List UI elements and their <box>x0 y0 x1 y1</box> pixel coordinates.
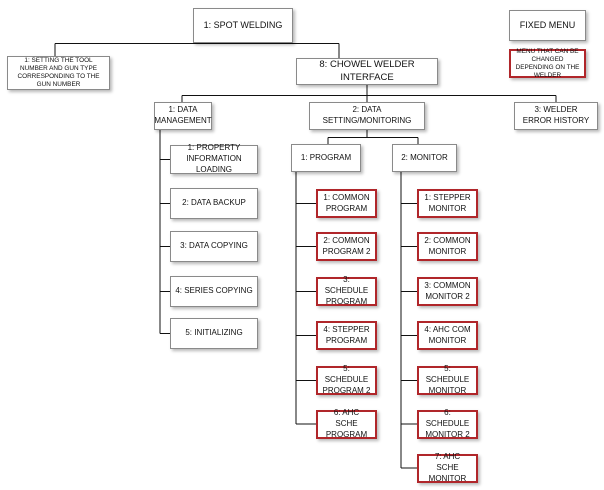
node-label: 5: INITIALIZING <box>185 328 243 338</box>
node-label: 1: SETTING THE TOOL NUMBER AND GUN TYPE … <box>17 57 100 88</box>
node-label: 3: COMMON MONITOR 2 <box>424 280 471 301</box>
node-label: 1: PROPERTY INFORMATION LOADING <box>186 143 242 174</box>
node-label: 4: SERIES COPYING <box>175 286 253 296</box>
node-label: 4: STEPPER PROGRAM <box>323 324 370 345</box>
node-label: 4: AHC COM MONITOR <box>424 324 471 345</box>
node-initializing: 5: INITIALIZING <box>170 318 258 349</box>
node-data-management: 1: DATA MANAGEMENT <box>154 102 212 130</box>
node-label: 2: DATA BACKUP <box>182 198 246 208</box>
node-data-setting-monitoring: 2: DATA SETTING/MONITORING <box>309 102 425 130</box>
node-program: 1: PROGRAM <box>291 144 361 172</box>
node-label: 2: COMMON PROGRAM 2 <box>322 235 371 256</box>
node-schedule-program-2: 5: SCHEDULE PROGRAM 2 <box>316 364 377 395</box>
node-label: 8: CHOWEL WELDER INTERFACE <box>319 58 415 83</box>
node-label: 5: SCHEDULE MONITOR <box>425 364 470 395</box>
node-label: 7: AHC SCHE MONITOR <box>428 452 467 483</box>
node-label: 1: STEPPER MONITOR <box>424 192 471 213</box>
node-label: 5: SCHEDULE PROGRAM 2 <box>322 364 371 395</box>
node-label: 2: COMMON MONITOR <box>424 235 471 256</box>
node-label: 6: SCHEDULE MONITOR 2 <box>425 408 470 439</box>
node-label: 3: WELDER ERROR HISTORY <box>522 105 590 125</box>
node-series-copying: 4: SERIES COPYING <box>170 276 258 307</box>
node-label: 1: COMMON PROGRAM <box>323 192 370 213</box>
node-common-monitor-2: 3: COMMON MONITOR 2 <box>417 277 478 306</box>
node-label: 1: DATA MANAGEMENT <box>154 105 212 125</box>
node-common-monitor: 2: COMMON MONITOR <box>417 232 478 261</box>
node-stepper-program: 4: STEPPER PROGRAM <box>316 321 377 350</box>
node-common-program: 1: COMMON PROGRAM <box>316 189 377 218</box>
node-label: 1: SPOT WELDING <box>203 20 283 31</box>
node-schedule-monitor-2: 6: SCHEDULE MONITOR 2 <box>417 408 478 439</box>
legend-fixed-menu: FIXED MENU <box>509 10 586 41</box>
node-label: 2: DATA SETTING/MONITORING <box>322 105 412 125</box>
legend-changeable-label: MENU THAT CAN BE CHANGED DEPENDING ON TH… <box>515 47 580 79</box>
node-data-copying: 3: DATA COPYING <box>170 231 258 262</box>
node-ahc-sche-monitor: 7: AHC SCHE MONITOR <box>417 452 478 483</box>
node-property-information-loading: 1: PROPERTY INFORMATION LOADING <box>170 143 258 174</box>
node-ahc-com-monitor: 4: AHC COM MONITOR <box>417 321 478 350</box>
node-welder-error-history: 3: WELDER ERROR HISTORY <box>514 102 598 130</box>
node-chowel-welder-interface: 8: CHOWEL WELDER INTERFACE <box>296 58 438 85</box>
node-schedule-program: 3: SCHEDULE PROGRAM <box>316 275 377 306</box>
node-monitor: 2: MONITOR <box>392 144 457 172</box>
node-common-program-2: 2: COMMON PROGRAM 2 <box>316 232 377 261</box>
node-ahc-sche-program: 6: AHC SCHE PROGRAM <box>316 408 377 439</box>
node-label: 6: AHC SCHE PROGRAM <box>325 408 368 439</box>
legend-fixed-label: FIXED MENU <box>519 20 576 31</box>
node-schedule-monitor: 5: SCHEDULE MONITOR <box>417 364 478 395</box>
node-label: 1: PROGRAM <box>300 152 352 162</box>
node-label: 3: DATA COPYING <box>180 241 248 251</box>
legend-changeable-menu: MENU THAT CAN BE CHANGED DEPENDING ON TH… <box>509 47 586 79</box>
node-tool-number-note: 1: SETTING THE TOOL NUMBER AND GUN TYPE … <box>7 56 110 90</box>
node-data-backup: 2: DATA BACKUP <box>170 188 258 219</box>
node-stepper-monitor: 1: STEPPER MONITOR <box>417 189 478 218</box>
node-label: 3: SCHEDULE PROGRAM <box>324 275 369 306</box>
node-spot-welding: 1: SPOT WELDING <box>193 8 293 43</box>
node-label: 2: MONITOR <box>401 152 448 162</box>
